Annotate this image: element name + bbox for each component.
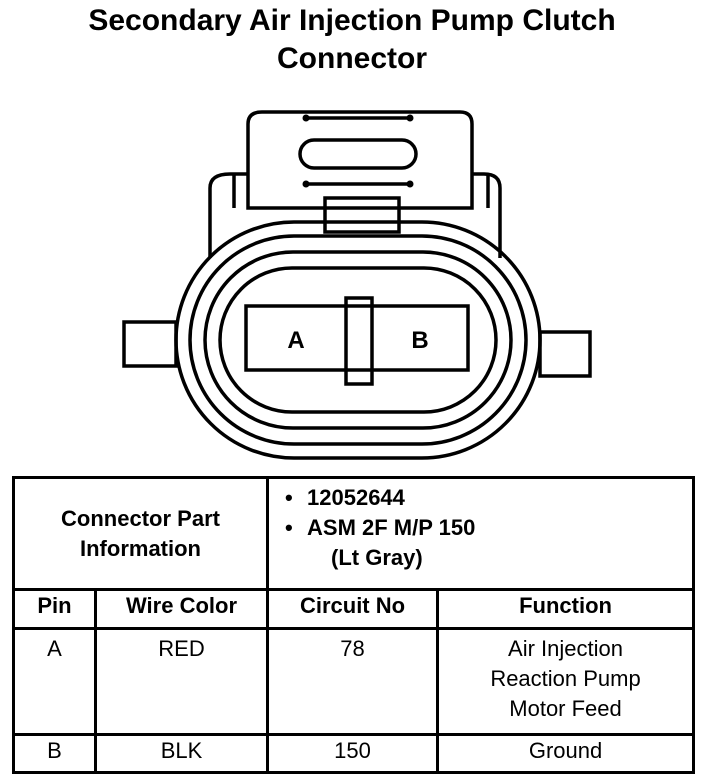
row-a-pin: A bbox=[12, 626, 97, 736]
connector-latch bbox=[246, 110, 474, 210]
cavity-divider bbox=[344, 296, 374, 386]
row-b-pin: B bbox=[12, 732, 97, 775]
latch-post bbox=[323, 196, 401, 234]
connector-info-table: Connector Part Information •12052644 •AS… bbox=[11, 475, 696, 775]
row-b-wire: BLK bbox=[93, 732, 270, 775]
row-b-function: Ground bbox=[436, 732, 696, 775]
left-tab bbox=[122, 320, 178, 368]
table-row: A RED 78 Air Injection Reaction Pump Mot… bbox=[12, 626, 696, 736]
title-line-2: Connector bbox=[277, 42, 427, 75]
pin-a-label: A bbox=[287, 327, 304, 354]
shell-ring-4 bbox=[218, 266, 498, 414]
connector-shoulder bbox=[208, 172, 502, 258]
part-number: 12052644 bbox=[307, 485, 405, 510]
row-a-function: Air Injection Reaction Pump Motor Feed bbox=[436, 626, 696, 736]
terminal-cavity bbox=[244, 304, 470, 372]
table-row: B BLK 150 Ground bbox=[12, 732, 696, 775]
header-circuit: Circuit No bbox=[266, 588, 440, 630]
shell-ring-3 bbox=[203, 250, 513, 430]
row-a-wire: RED bbox=[93, 626, 270, 736]
latch-slot bbox=[298, 138, 418, 170]
outer-shell bbox=[174, 220, 542, 460]
header-function: Function bbox=[436, 588, 696, 630]
part-info-label: Connector Part Information bbox=[11, 475, 270, 592]
assembly-code: ASM 2F M/P 150 bbox=[307, 515, 476, 540]
connector-color: (Lt Gray) bbox=[331, 545, 423, 570]
row-a-circuit: 78 bbox=[266, 626, 440, 736]
connector-drawing: A B bbox=[122, 110, 592, 460]
title-line-1: Secondary Air Injection Pump Clutch bbox=[88, 4, 616, 37]
row-b-circuit: 150 bbox=[266, 732, 440, 775]
header-pin: Pin bbox=[12, 588, 97, 630]
part-info-values: •12052644 •ASM 2F M/P 150 (Lt Gray) bbox=[266, 475, 696, 592]
shell-ring-2 bbox=[188, 234, 528, 446]
header-wire-color: Wire Color bbox=[93, 588, 270, 630]
pin-b-label: B bbox=[411, 327, 428, 354]
diagram-title: Secondary Air Injection Pump Clutch Conn… bbox=[0, 2, 704, 78]
right-tab bbox=[538, 330, 592, 378]
